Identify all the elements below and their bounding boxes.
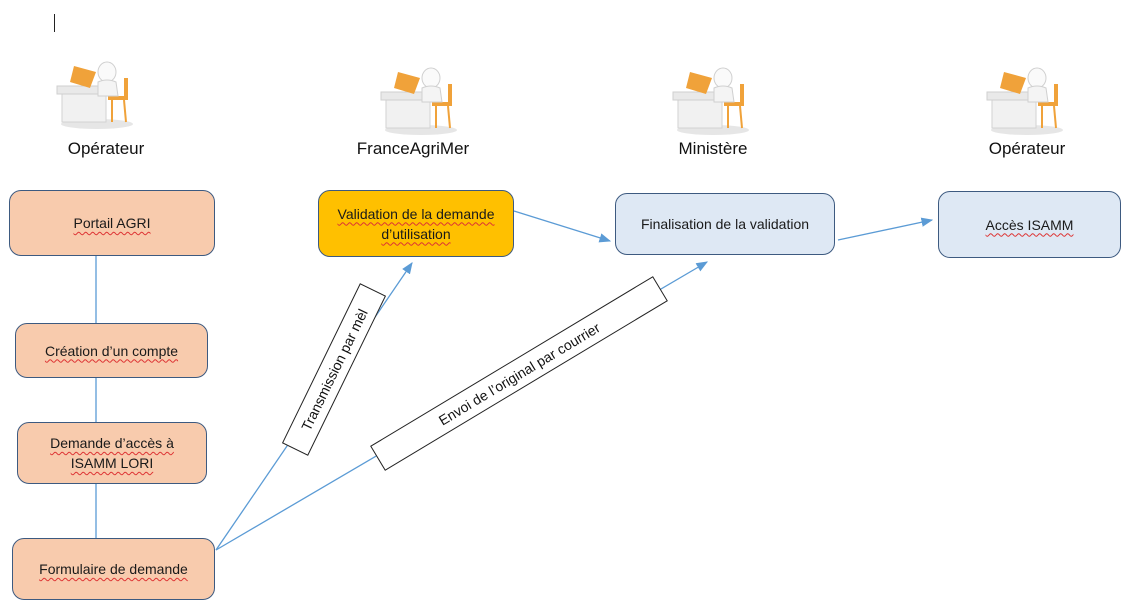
step-label: Création d’un compte xyxy=(44,342,179,359)
person-at-desk-icon xyxy=(986,67,1063,135)
actor-label-ministere: Ministère xyxy=(678,139,748,158)
arrow-finalisation-acces xyxy=(837,217,934,241)
step-demande-acces: Demande d’accès à ISAMM LORI xyxy=(17,422,207,484)
step-creation-compte: Création d’un compte xyxy=(15,323,208,378)
actor-label-franceagrimer: FranceAgriMer xyxy=(356,139,470,158)
step-label: Accès ISAMM xyxy=(985,216,1074,233)
step-acces-isamm: Accès ISAMM xyxy=(938,191,1121,258)
person-at-desk-icon xyxy=(672,67,749,135)
step-label: Demande d’accès à ISAMM LORI xyxy=(50,435,174,471)
text-cursor xyxy=(54,14,55,32)
step-finalisation: Finalisation de la validation xyxy=(615,193,835,255)
step-validation-franceagrimer: Validation de la demande d’utilisation xyxy=(318,190,514,257)
step-label: Formulaire de demande xyxy=(39,561,188,577)
person-at-desk-icon xyxy=(56,61,133,129)
actor-label-operateur-2: Opérateur xyxy=(988,139,1066,158)
step-portail-agri: Portail AGRI xyxy=(9,190,215,256)
step-label: Validation de la demande d’utilisation xyxy=(337,205,495,242)
actor-label-operateur-1: Opérateur xyxy=(67,139,145,158)
arrow-validation-finalisation xyxy=(513,210,612,243)
step-label: Finalisation de la validation xyxy=(640,216,810,232)
person-at-desk-icon xyxy=(380,67,457,135)
step-formulaire: Formulaire de demande xyxy=(12,538,215,600)
step-label: Portail AGRI xyxy=(73,215,151,231)
